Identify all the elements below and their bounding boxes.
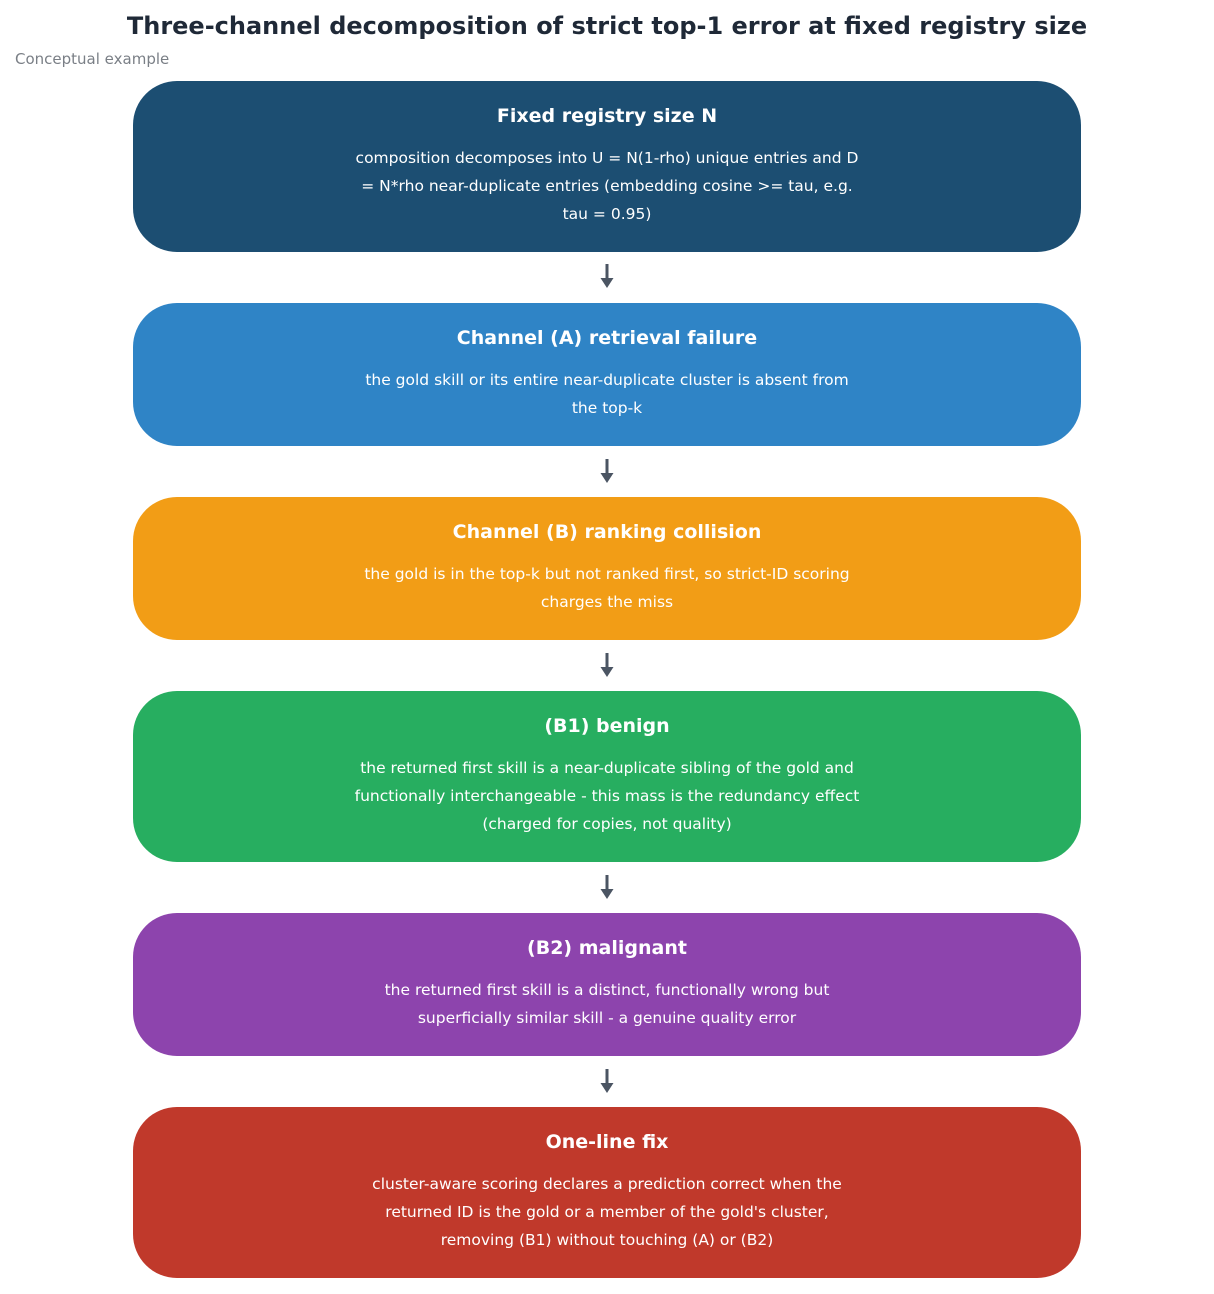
down-arrow-icon <box>600 875 614 899</box>
benign-box: (B1) benign the returned first skill is … <box>133 691 1081 862</box>
down-arrow-icon <box>600 1069 614 1093</box>
malignant-box: (B2) malignant the returned first skill … <box>133 913 1081 1056</box>
down-arrow-icon <box>600 459 614 483</box>
box-description: the returned first skill is a distinct, … <box>384 980 830 1027</box>
down-arrow-icon <box>600 264 614 288</box>
box-title: Fixed registry size N <box>496 105 718 128</box>
box-title: Channel (A) retrieval failure <box>456 327 758 350</box>
one-line-fix-box: One-line fix cluster-aware scoring decla… <box>133 1107 1081 1278</box>
box-description: the gold skill or its entire near-duplic… <box>365 370 849 417</box>
box-description: cluster-aware scoring declares a predict… <box>372 1174 842 1249</box>
box-title: (B2) malignant <box>527 937 687 960</box>
down-arrow-icon <box>600 653 614 677</box>
retrieval-failure-box: Channel (A) retrieval failure the gold s… <box>133 303 1081 446</box>
ranking-collision-box: Channel (B) ranking collision the gold i… <box>133 497 1081 640</box>
box-title: One-line fix <box>545 1131 669 1154</box>
box-description: composition decomposes into U = N(1-rho)… <box>355 148 859 223</box>
registry-size-box: Fixed registry size N composition decomp… <box>133 81 1081 252</box>
box-description: the returned first skill is a near-dupli… <box>354 758 860 833</box>
diagram-title: Three-channel decomposition of strict to… <box>126 12 1088 40</box>
diagram-subtitle: Conceptual example <box>15 50 170 68</box>
box-title: Channel (B) ranking collision <box>452 521 762 544</box>
box-title: (B1) benign <box>544 715 670 738</box>
box-description: the gold is in the top-k but not ranked … <box>364 564 850 611</box>
